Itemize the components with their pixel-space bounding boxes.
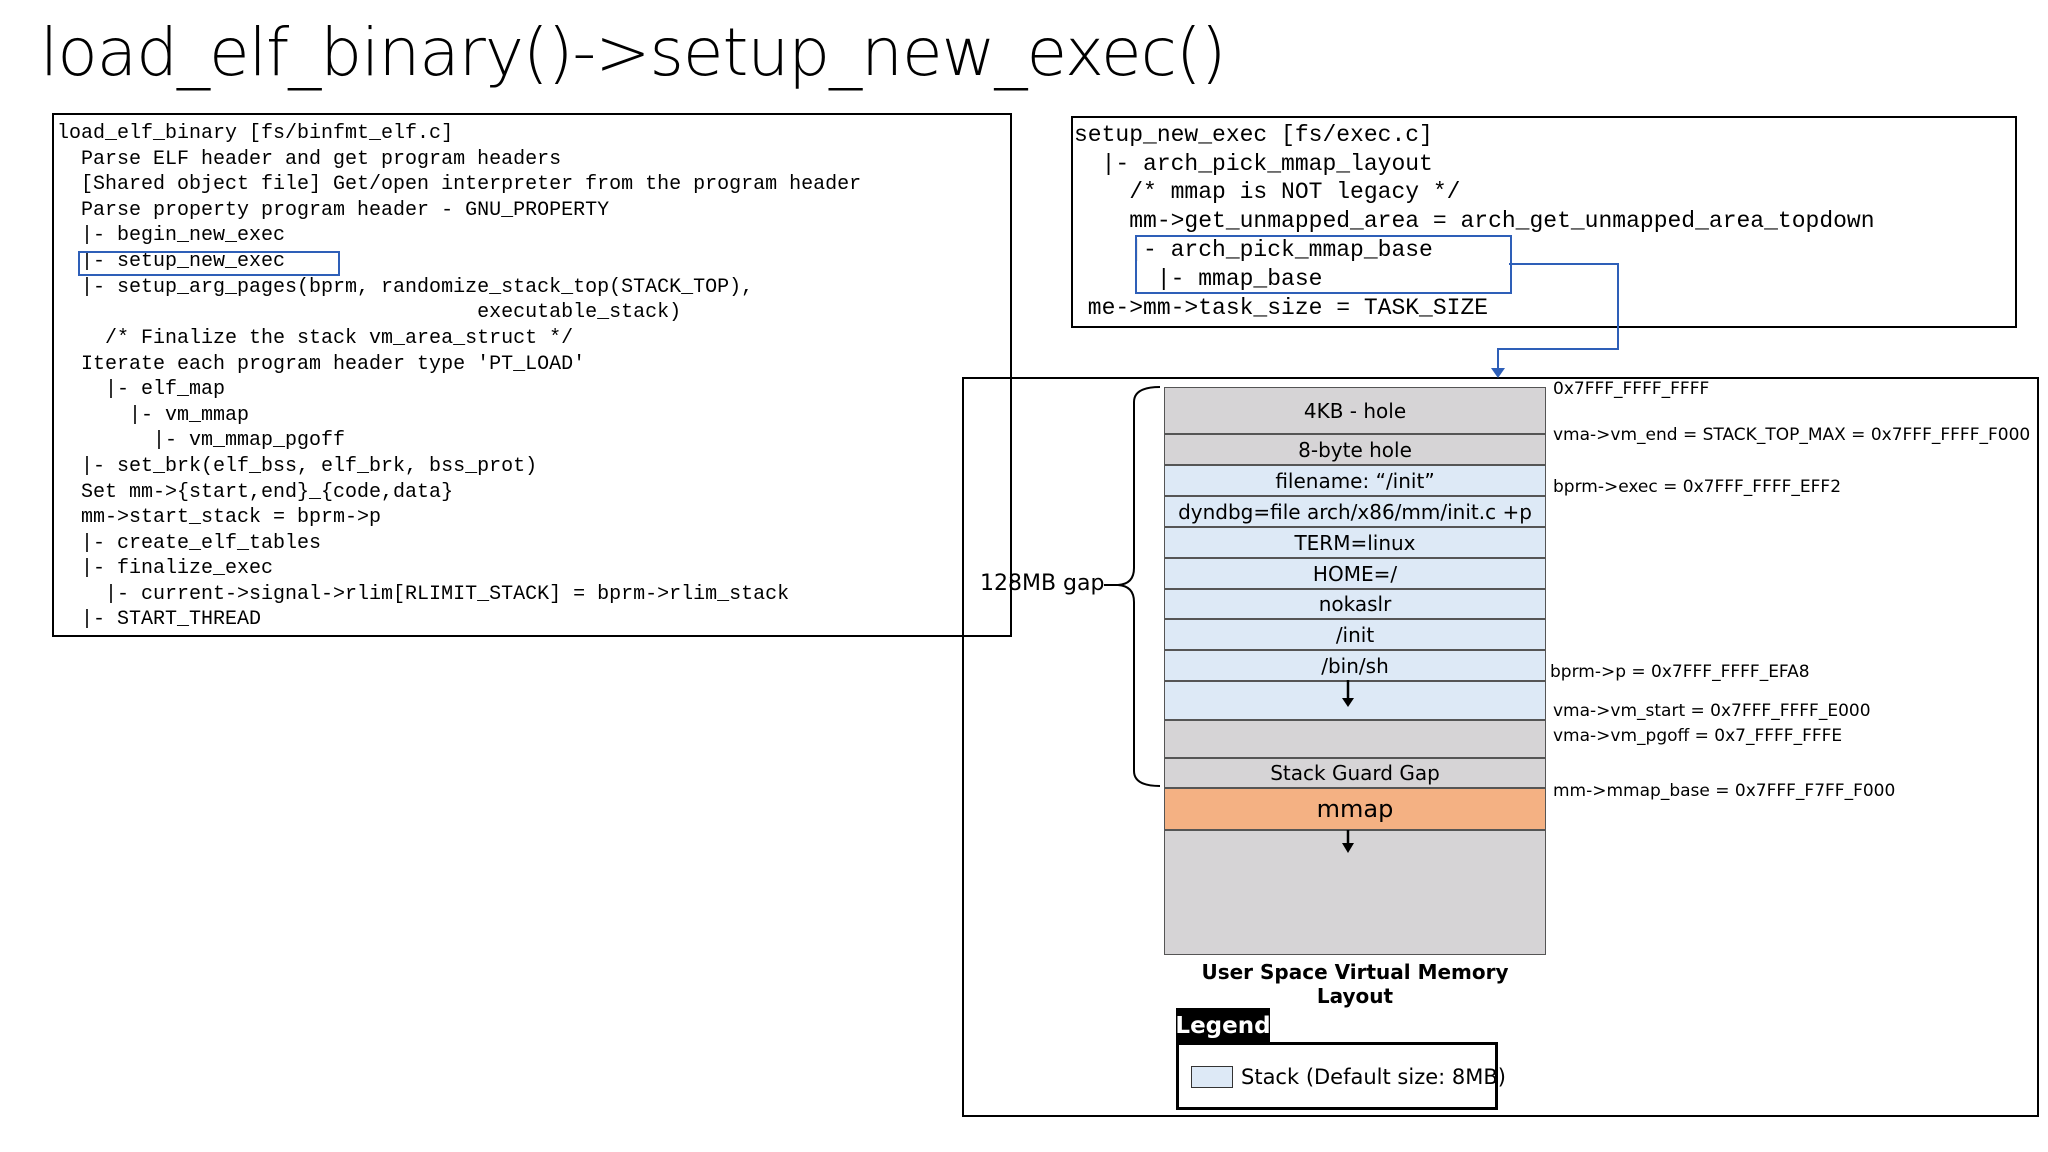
legend-stack-label: Stack (Default size: 8MB)	[1241, 1065, 1506, 1089]
memory-region-free	[1164, 830, 1546, 955]
stack-entry-nokaslr: nokaslr	[1164, 589, 1546, 619]
address-bprm-exec: bprm->exec = 0x7FFF_FFFF_EFF2	[1553, 477, 1842, 497]
page-title: load_elf_binary()->setup_new_exec()	[40, 14, 1226, 91]
legend-stack-swatch	[1191, 1066, 1233, 1088]
code-line: |- setup_arg_pages(bprm, randomize_stack…	[57, 276, 754, 299]
code-line: |- create_elf_tables	[57, 532, 322, 555]
code-line: setup_new_exec [fs/exec.c]	[1074, 122, 1433, 148]
stack-entry-filename: filename: “/init”	[1164, 465, 1546, 496]
stack-entry-dyndbg: dyndbg=file arch/x86/mm/init.c +p	[1164, 496, 1546, 527]
code-line: Parse ELF header and get program headers	[57, 148, 562, 171]
connector-line	[1497, 263, 1619, 372]
code-line: |- elf_map	[57, 378, 226, 401]
memory-layout-panel	[962, 377, 2039, 1117]
load-elf-binary-code-box: load_elf_binary [fs/binfmt_elf.c] Parse …	[52, 113, 1012, 637]
code-line: |- vm_mmap_pgoff	[57, 429, 346, 452]
code-line: Set mm->{start,end}_{code,data}	[57, 481, 454, 504]
gap-label: 128MB gap	[980, 571, 1105, 596]
code-line: executable_stack)	[57, 301, 682, 324]
memory-region-4kb-hole: 4KB - hole	[1164, 387, 1546, 434]
code-line: |- vm_mmap	[57, 404, 250, 427]
stack-growth-area	[1164, 681, 1546, 720]
memory-layout-caption: User Space Virtual Memory Layout	[1201, 960, 1509, 1008]
address-bprm-p: bprm->p = 0x7FFF_FFFF_EFA8	[1550, 662, 1810, 682]
address-vm-end: vma->vm_end = STACK_TOP_MAX = 0x7FFF_FFF…	[1553, 425, 2031, 445]
stack-entry-term: TERM=linux	[1164, 527, 1546, 558]
code-line: load_elf_binary [fs/binfmt_elf.c]	[57, 122, 454, 145]
mmap-growth-arrowhead	[1342, 843, 1354, 853]
code-line: /* Finalize the stack vm_area_struct */	[57, 327, 574, 350]
mmap-region: mmap	[1164, 788, 1546, 830]
code-line: |- mmap_base	[1074, 266, 1323, 292]
code-line: |- set_brk(elf_bss, elf_brk, bss_prot)	[57, 455, 538, 478]
code-line: [Shared object file] Get/open interprete…	[57, 173, 862, 196]
code-line: mm->start_stack = bprm->p	[57, 506, 382, 529]
code-line: |- current->signal->rlim[RLIMIT_STACK] =…	[57, 583, 790, 606]
address-top: 0x7FFF_FFFF_FFFF	[1553, 379, 1710, 399]
stack-entry-bin-sh: /bin/sh	[1164, 650, 1546, 681]
stack-guard-gap: Stack Guard Gap	[1164, 758, 1546, 788]
code-line: mm->get_unmapped_area = arch_get_unmappe…	[1074, 208, 1875, 234]
code-line: |- setup_new_exec	[57, 250, 286, 273]
gap-brace	[1117, 386, 1161, 787]
setup-new-exec-highlight	[78, 251, 340, 276]
code-line: Parse property program header - GNU_PROP…	[57, 199, 610, 222]
code-line: |- arch_pick_mmap_layout	[1074, 151, 1433, 177]
address-vm-start: vma->vm_start = 0x7FFF_FFFF_E000	[1553, 701, 1871, 721]
code-line: Iterate each program header type 'PT_LOA…	[57, 353, 586, 376]
stack-entry-home: HOME=/	[1164, 558, 1546, 589]
address-vm-pgoff: vma->vm_pgoff = 0x7_FFFF_FFFE	[1553, 726, 1843, 746]
legend-title: Legend	[1175, 1008, 1271, 1044]
setup-new-exec-code-box: setup_new_exec [fs/exec.c] |- arch_pick_…	[1071, 116, 2017, 328]
memory-region-8byte-hole: 8-byte hole	[1164, 434, 1546, 465]
stack-entry-init: /init	[1164, 619, 1546, 650]
connector-arrowhead	[1491, 368, 1505, 378]
stack-growth-arrowhead	[1342, 698, 1354, 707]
code-line: |- finalize_exec	[57, 557, 274, 580]
code-line: |- begin_new_exec	[57, 224, 286, 247]
memory-region-unused	[1164, 720, 1546, 758]
code-line: me->mm->task_size = TASK_SIZE	[1074, 295, 1489, 321]
code-line: /* mmap is NOT legacy */	[1074, 179, 1461, 205]
code-line: |- START_THREAD	[57, 608, 262, 631]
legend-box: Stack (Default size: 8MB)	[1176, 1042, 1506, 1110]
address-mmap-base: mm->mmap_base = 0x7FFF_F7FF_F000	[1553, 781, 1896, 801]
